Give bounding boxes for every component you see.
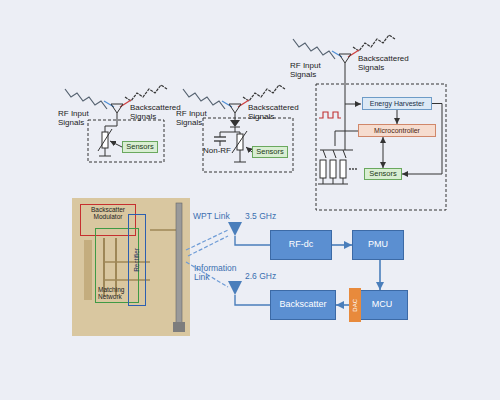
antenna-symbol bbox=[228, 222, 242, 236]
wire bbox=[345, 104, 361, 105]
wire bbox=[220, 141, 221, 146]
process-box: Backscatter bbox=[270, 290, 336, 320]
switch-symbol bbox=[333, 150, 336, 158]
pcb-trace bbox=[150, 229, 176, 231]
backscatter-wave bbox=[125, 85, 167, 101]
pcb-trace bbox=[104, 261, 150, 263]
node-label: Microcontroller bbox=[374, 127, 420, 135]
tag-boundary bbox=[203, 118, 293, 172]
node-label: MCU bbox=[372, 300, 393, 310]
square-wave bbox=[319, 112, 341, 118]
resistor-symbol bbox=[320, 160, 326, 178]
tag-boundary bbox=[88, 120, 164, 162]
sensor-box: Sensors bbox=[364, 168, 402, 180]
wire bbox=[235, 295, 270, 305]
variable-arrow bbox=[98, 129, 112, 151]
diode-symbol bbox=[230, 120, 240, 127]
signal-label: RF Input Signals bbox=[58, 110, 104, 128]
node-label: Rectifier bbox=[133, 248, 140, 272]
wire bbox=[235, 236, 270, 245]
wpt-link-line bbox=[188, 236, 228, 256]
link-label: Information Link bbox=[194, 264, 242, 283]
process-box: MCU bbox=[356, 290, 408, 320]
sensor-box: Sensors bbox=[122, 141, 158, 153]
ellipsis-dot bbox=[349, 168, 351, 170]
ellipsis-dot bbox=[355, 168, 357, 170]
node-label: Backscatter Modulator bbox=[81, 206, 135, 220]
antenna-rod bbox=[176, 203, 182, 331]
connector-arrow bbox=[336, 304, 349, 306]
wire bbox=[323, 178, 324, 184]
capacitor-symbol bbox=[214, 136, 226, 137]
incoming-wave bbox=[65, 89, 107, 109]
dac-box: DAC bbox=[349, 288, 361, 322]
node-label: PMU bbox=[368, 240, 388, 250]
variable-arrow bbox=[232, 131, 247, 153]
sensor-box: Sensors bbox=[252, 146, 288, 158]
pcb-trace bbox=[84, 240, 92, 300]
harvester-box: Energy Harvester bbox=[362, 97, 432, 110]
matching-outline: Matching Network bbox=[95, 228, 139, 303]
process-box: RF-dc bbox=[270, 230, 332, 260]
tag-boundary bbox=[316, 84, 446, 210]
switch-symbol bbox=[343, 150, 346, 158]
node-label: DAC bbox=[352, 299, 359, 312]
signal-label: Backscattered Signals bbox=[248, 104, 308, 122]
frequency-label: 3.5 GHz bbox=[245, 212, 285, 221]
node-label: Energy Harvester bbox=[370, 100, 424, 108]
control-line bbox=[335, 131, 358, 146]
process-box: PMU bbox=[352, 230, 404, 260]
node-label: Sensors bbox=[126, 143, 154, 151]
signal-label: RF Input Signals bbox=[290, 62, 336, 80]
wire bbox=[240, 150, 241, 162]
wire bbox=[333, 178, 334, 184]
rectifier-outline: Rectifier bbox=[128, 214, 146, 306]
node-label: Matching Network bbox=[98, 286, 136, 300]
sensor-control bbox=[110, 141, 122, 147]
ground-symbol bbox=[234, 162, 246, 163]
pcb-photo bbox=[72, 198, 190, 336]
wire bbox=[235, 127, 236, 132]
switch-bus bbox=[320, 150, 353, 151]
connector-arrow bbox=[379, 260, 381, 290]
antenna-symbol bbox=[111, 104, 123, 113]
signal-label: RF Input Signals bbox=[176, 110, 222, 128]
switch-symbol bbox=[323, 150, 326, 158]
wire bbox=[343, 178, 344, 184]
connector-arrow bbox=[332, 244, 352, 246]
connector-arrow bbox=[402, 104, 442, 175]
wire bbox=[235, 113, 236, 120]
node-label: Backscatter bbox=[279, 300, 326, 310]
node-label: Sensors bbox=[256, 148, 284, 156]
link-label: WPT Link bbox=[193, 212, 233, 221]
connector-arrow bbox=[383, 137, 384, 168]
ellipsis-dot bbox=[352, 168, 354, 170]
wire bbox=[345, 63, 346, 150]
pcb-trace bbox=[104, 279, 150, 281]
antenna-base bbox=[173, 322, 185, 332]
resistor-symbol bbox=[330, 160, 336, 178]
frequency-label: 2.6 GHz bbox=[245, 272, 285, 281]
connector-arrow bbox=[397, 110, 398, 124]
resistor-symbol bbox=[340, 160, 346, 178]
wire bbox=[105, 148, 106, 156]
antenna-symbol bbox=[228, 281, 242, 295]
signal-label: Backscattered Signals bbox=[358, 55, 420, 73]
wire bbox=[105, 113, 117, 132]
node-label: Sensors bbox=[369, 170, 397, 178]
microcontroller-box: Microcontroller bbox=[358, 124, 436, 137]
node-label: RF-dc bbox=[289, 240, 314, 250]
component-label: Non-RF bbox=[203, 147, 237, 156]
ground-symbol bbox=[99, 156, 111, 157]
